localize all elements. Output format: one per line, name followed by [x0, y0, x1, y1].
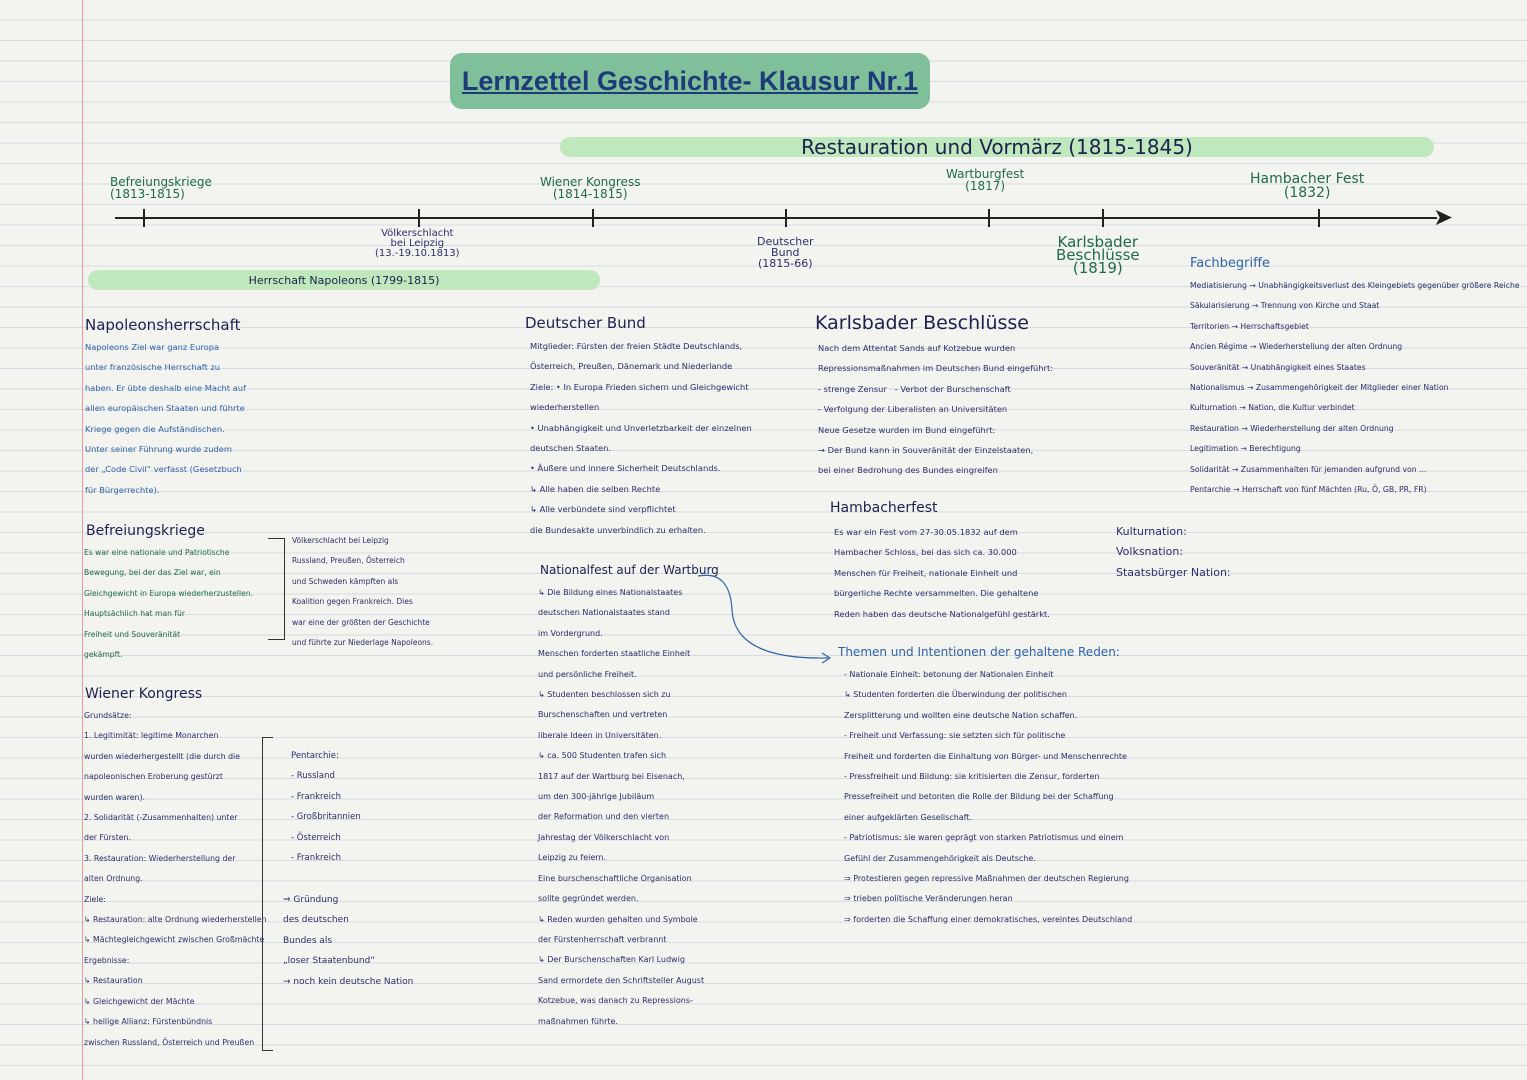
heading-nationalfest: Nationalfest auf der Wartburg	[540, 563, 719, 577]
timeline-tick	[143, 209, 145, 227]
napoleon-bar: Herrschaft Napoleons (1799-1815)	[88, 270, 600, 290]
event-hambacher-fest: Hambacher Fest (1832)	[1250, 171, 1365, 201]
voelkerschlacht-note: Völkerschlacht bei Leipzig Russland, Pre…	[292, 536, 434, 648]
event-wiener-kongress: Wiener Kongress (1814-1815)	[540, 175, 641, 201]
themen-text: - Nationale Einheit: betonung der Nation…	[844, 670, 1133, 924]
timeline-tick	[785, 209, 787, 227]
gruendung-note: ⇒ Gründung des deutschen Bundes als „los…	[283, 895, 414, 987]
page-title: Lernzettel Geschichte- Klausur Nr.1	[461, 65, 919, 96]
fachbegriffe-list: Mediatisierung → Unabhängigkeitsverlust …	[1190, 281, 1520, 495]
heading-fachbegriffe: Fachbegriffe	[1190, 256, 1271, 271]
timeline-tick	[1102, 209, 1104, 227]
heading-deutscher-bund: Deutscher Bund	[525, 314, 646, 332]
heading-befreiungskriege: Befreiungskriege	[86, 523, 205, 539]
period-bar: Restauration und Vormärz (1815-1845)	[560, 135, 1434, 159]
event-karlsbader: Karlsbader Beschlüsse (1819)	[1056, 233, 1140, 277]
title-banner: Lernzettel Geschichte- Klausur Nr.1	[450, 53, 930, 109]
nationalfest-text: ↳ Die Bildung eines Nationalstaates deut…	[538, 588, 705, 1026]
befreiung-text: Es war eine nationale und Patriotische B…	[84, 548, 253, 660]
karlsbad-text: Nach dem Attentat Sands auf Kotzebue wur…	[818, 343, 1054, 476]
hambach-text: Es war ein Fest vom 27-30.05.1832 auf de…	[834, 527, 1050, 619]
befreiung-bracket	[268, 538, 285, 640]
timeline-tick	[592, 209, 594, 227]
napoleon-text: Napoleons Ziel war ganz Europa unter fra…	[85, 342, 246, 495]
timeline-tick	[418, 209, 420, 227]
wiener-text: Grundsätze: 1. Legitimität: legitime Mon…	[84, 711, 267, 1047]
nation-types: Kulturnation: Volksnation: Staatsbürger …	[1116, 525, 1231, 579]
heading-wiener-kongress: Wiener Kongress	[85, 686, 203, 702]
heading-karlsbader: Karlsbader Beschlüsse	[815, 312, 1029, 334]
wiener-bracket	[262, 737, 273, 1051]
margin-line	[82, 0, 83, 1080]
bund-text: Mitglieder: Fürsten der freien Städte De…	[530, 341, 752, 535]
timeline-tick	[1318, 209, 1320, 227]
heading-themen: Themen und Intentionen der gehaltene Red…	[838, 645, 1120, 659]
pentarchie-list: Pentarchie: - Russland - Frankreich - Gr…	[291, 751, 361, 864]
heading-hambacherfest: Hambacherfest	[830, 500, 938, 516]
timeline-arrow-icon: ➤	[1433, 203, 1454, 231]
connector-arrow	[697, 574, 832, 664]
event-deutscher-bund: Deutscher Bund (1815-66)	[757, 235, 814, 270]
timeline-tick	[988, 209, 990, 227]
heading-napoleonsherrschaft: Napoleonsherrschaft	[85, 316, 241, 334]
event-wartburgfest: Wartburgfest (1817)	[946, 167, 1025, 193]
event-befreiungskriege: Befreiungskriege (1813-1815)	[110, 175, 212, 201]
event-voelkerschlacht: Völkerschlacht bei Leipzig (13.-19.10.18…	[375, 228, 460, 259]
timeline-axis	[115, 217, 1437, 219]
